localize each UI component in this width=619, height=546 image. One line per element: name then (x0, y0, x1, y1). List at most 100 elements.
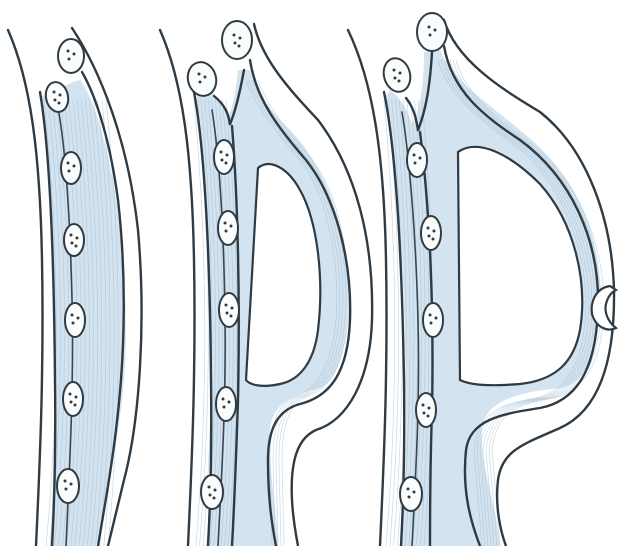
nucleus-dot (222, 398, 225, 401)
nucleus-dot (413, 154, 416, 157)
nucleus-dot (74, 404, 77, 407)
outer-sheath-left (160, 30, 195, 546)
nucleus-dot (220, 151, 223, 154)
nucleus-dot (408, 496, 411, 499)
nucleus-dot (226, 154, 229, 157)
nucleus-dot (209, 494, 212, 497)
cell-body (64, 224, 84, 256)
nucleus-dot (198, 73, 201, 76)
outer-sheath-left (348, 30, 387, 546)
cell-body (400, 477, 422, 511)
nucleus-dot (67, 50, 70, 53)
cell-body (57, 469, 79, 503)
nucleus-dot (434, 29, 437, 32)
cell-body (201, 475, 223, 509)
cell-body (219, 293, 239, 327)
cell-body (417, 13, 447, 51)
cell-body (421, 216, 441, 250)
cell-body (380, 55, 414, 95)
nucleus-dot (435, 317, 438, 320)
nucleus-dot (67, 162, 70, 165)
nucleus-dot (53, 91, 56, 94)
nucleus-dot (58, 102, 61, 105)
cell-body (63, 382, 83, 416)
cell-body (184, 59, 220, 99)
cell-body (65, 303, 85, 337)
nucleus-dot (427, 227, 430, 230)
nucleus-dot (70, 234, 73, 237)
nucleus-dot (429, 34, 432, 37)
nucleus-dot (73, 165, 76, 168)
nucleus-dot (399, 72, 402, 75)
nucleus-dot (414, 162, 417, 165)
cell-body (61, 152, 81, 184)
nucleus-dot (422, 404, 425, 407)
cell-body (214, 140, 234, 174)
nucleus-dot (71, 314, 74, 317)
outer-sheath-left (8, 30, 43, 546)
nucleus-dot (428, 26, 431, 29)
nucleus-dot (54, 99, 57, 102)
nucleus-dot (430, 322, 433, 325)
nucleus-dot (230, 315, 233, 318)
nucleus-dot (77, 317, 80, 320)
cell-body (218, 211, 238, 245)
nucleus-dot (393, 69, 396, 72)
cell-body (222, 21, 252, 59)
panel-stage-1 (8, 28, 142, 546)
nucleus-dot (70, 483, 73, 486)
nucleus-dot (398, 80, 401, 83)
nucleus-dot (428, 235, 431, 238)
nucleus-dot (432, 238, 435, 241)
nucleus-dot (427, 415, 430, 418)
nucleus-dot (223, 406, 226, 409)
nucleus-dot (70, 401, 73, 404)
nucleus-dot (407, 488, 410, 491)
nucleus-dot (423, 412, 426, 415)
panel-stage-2 (160, 21, 372, 546)
nucleus-dot (226, 312, 229, 315)
nucleus-dot (233, 34, 236, 37)
nucleus-dot (433, 230, 436, 233)
nucleus-dot (234, 42, 237, 45)
nucleus-dot (224, 222, 227, 225)
nucleus-dot (64, 480, 67, 483)
nucleus-dot (76, 237, 79, 240)
nucleus-dot (428, 407, 431, 410)
nucleus-dot (59, 94, 62, 97)
nucleus-dot (213, 497, 216, 500)
nucleus-dot (214, 489, 217, 492)
nucleus-dot (204, 76, 207, 79)
cell-body (407, 143, 427, 177)
nucleus-dot (413, 491, 416, 494)
nucleus-dot (72, 322, 75, 325)
cell-body (423, 303, 443, 337)
nucleus-dot (238, 45, 241, 48)
nucleus-dot (75, 245, 78, 248)
nucleus-dot (71, 242, 74, 245)
cell-body (58, 39, 84, 73)
cell-body (216, 387, 236, 421)
nucleus-dot (68, 58, 71, 61)
nucleus-dot (228, 401, 231, 404)
nucleus-dot (199, 81, 202, 84)
nucleus-dot (65, 488, 68, 491)
nucleus-dot (230, 225, 233, 228)
nucleus-dot (394, 77, 397, 80)
nucleus-dot (429, 314, 432, 317)
nucleus-dot (419, 157, 422, 160)
nucleus-dot (225, 162, 228, 165)
nucleus-dot (225, 304, 228, 307)
nucleus-dot (231, 307, 234, 310)
nucleus-dot (69, 393, 72, 396)
nucleus-dot (75, 396, 78, 399)
nucleus-dot (225, 230, 228, 233)
nucleus-dot (68, 170, 71, 173)
cell-body (416, 393, 436, 427)
panel-stage-3 (348, 13, 616, 546)
nucleus-dot (73, 53, 76, 56)
nucleus-dot (208, 486, 211, 489)
nucleus-dot (239, 37, 242, 40)
